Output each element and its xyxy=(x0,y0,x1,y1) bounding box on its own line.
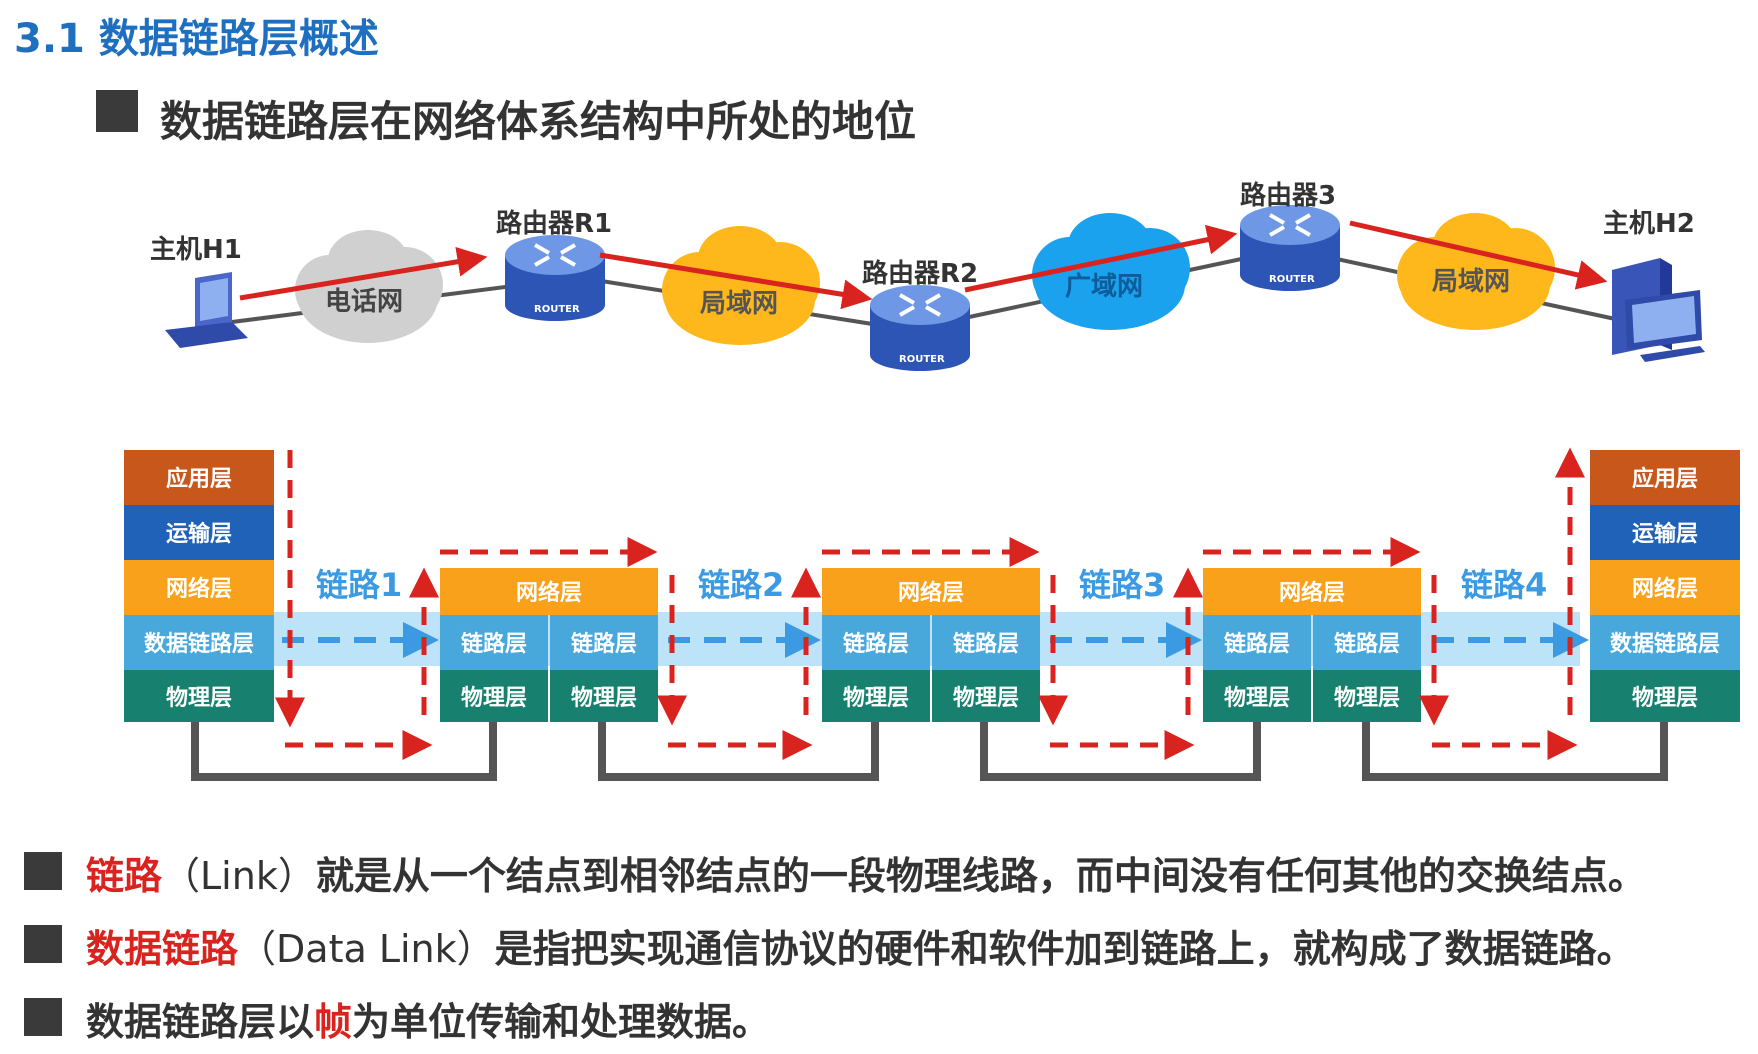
link-2-label: 链路2 xyxy=(698,566,784,604)
h2-network-layer: 网络层 xyxy=(1632,576,1698,602)
router-r1-icon: ROUTER xyxy=(505,235,605,321)
frame-flow-arrows xyxy=(275,447,1585,760)
r1-link-layer-right: 链路层 xyxy=(571,631,637,657)
router-2-stack: 网络层 链路层 链路层 物理层 物理层 xyxy=(822,568,1040,722)
page-title: 3.1 数据链路层概述 xyxy=(14,16,379,62)
link-4-label: 链路4 xyxy=(1461,566,1547,604)
router-3-icon: ROUTER xyxy=(1240,205,1340,291)
router-r1-caption: ROUTER xyxy=(534,304,580,315)
r1-physical-layer-right: 物理层 xyxy=(571,685,637,711)
h1-datalink-layer: 数据链路层 xyxy=(144,631,254,657)
r2-physical-layer-right: 物理层 xyxy=(953,685,1019,711)
h2-transport-layer: 运输层 xyxy=(1632,521,1698,547)
router-r2-label: 路由器R2 xyxy=(862,258,978,289)
r3-physical-layer-right: 物理层 xyxy=(1334,685,1400,711)
r3-link-layer-left: 链路层 xyxy=(1224,631,1290,657)
wan-cloud-icon xyxy=(1032,213,1190,330)
wan-cloud-label: 广域网 xyxy=(1065,272,1143,302)
phone-cloud-label: 电话网 xyxy=(325,287,403,317)
h2-datalink-layer: 数据链路层 xyxy=(1610,631,1720,657)
r2-link-layer-left: 链路层 xyxy=(843,631,909,657)
r3-physical-layer-left: 物理层 xyxy=(1224,685,1290,711)
r1-network-layer: 网络层 xyxy=(516,580,582,606)
laptop-icon xyxy=(165,272,248,348)
h1-application-layer: 应用层 xyxy=(166,466,232,492)
bullet-1-term: 链路 xyxy=(86,854,163,898)
host-h1-stack: 应用层 运输层 网络层 数据链路层 物理层 xyxy=(124,450,274,722)
bullet-marker-2 xyxy=(24,925,62,963)
bullet-datalink-definition: 数据链路（Data Link）是指把实现通信协议的硬件和软件加到链路上，就构成了… xyxy=(86,918,1635,973)
h1-transport-layer: 运输层 xyxy=(166,521,232,547)
h2-physical-layer: 物理层 xyxy=(1632,685,1698,711)
host-h1-label: 主机H1 xyxy=(150,235,242,265)
subtitle: 数据链路层在网络体系结构中所处的地位 xyxy=(160,97,917,146)
network-diagram: 主机H1 电话网 ROUTER 路由器R1 局域网 xyxy=(124,180,1740,781)
bullet-3-post: 为单位传输和处理数据。 xyxy=(352,1000,771,1044)
host-h2-label: 主机H2 xyxy=(1603,209,1695,239)
bullet-link-definition: 链路（Link）就是从一个结点到相邻结点的一段物理线路，而中间没有任何其他的交换… xyxy=(86,845,1646,900)
router-3-caption: ROUTER xyxy=(1269,274,1315,285)
bullet-3-pre: 数据链路层以 xyxy=(86,1000,315,1044)
bullet-marker-3 xyxy=(24,998,62,1036)
lan-cloud-1-label: 局域网 xyxy=(700,289,778,319)
r3-network-layer: 网络层 xyxy=(1279,580,1345,606)
router-1-stack: 网络层 链路层 链路层 物理层 物理层 xyxy=(440,568,658,722)
router-r2-caption: ROUTER xyxy=(899,354,945,365)
topology: 主机H1 电话网 ROUTER 路由器R1 局域网 xyxy=(150,180,1705,371)
bullet-2-term: 数据链路 xyxy=(86,927,239,971)
h1-network-layer: 网络层 xyxy=(166,576,232,602)
host-h2-stack: 应用层 运输层 网络层 数据链路层 物理层 xyxy=(1590,450,1740,722)
link-3-label: 链路3 xyxy=(1079,566,1165,604)
router-3-stack: 网络层 链路层 链路层 物理层 物理层 xyxy=(1203,568,1421,722)
link-1-label: 链路1 xyxy=(316,566,402,604)
lan-cloud-2-label: 局域网 xyxy=(1432,267,1510,297)
bullet-1-text: 就是从一个结点到相邻结点的一段物理线路，而中间没有任何其他的交换结点。 xyxy=(315,854,1646,898)
router-r1-label: 路由器R1 xyxy=(496,208,612,239)
bullet-3-term: 帧 xyxy=(314,1000,353,1044)
desktop-computer-icon xyxy=(1612,258,1705,362)
r1-link-layer-left: 链路层 xyxy=(461,631,527,657)
r2-link-layer-right: 链路层 xyxy=(953,631,1019,657)
bullet-frame-unit: 数据链路层以帧为单位传输和处理数据。 xyxy=(86,991,770,1046)
h1-physical-layer: 物理层 xyxy=(166,685,232,711)
bullet-2-text: 是指把实现通信协议的硬件和软件加到链路上，就构成了数据链路。 xyxy=(494,927,1635,971)
bullet-1-paren: （Link） xyxy=(162,854,316,898)
data-path-arrows xyxy=(239,220,1608,310)
bullet-marker-1 xyxy=(24,852,62,890)
bullet-2-paren: （Data Link） xyxy=(238,927,495,971)
r2-network-layer: 网络层 xyxy=(898,580,964,606)
r1-physical-layer-left: 物理层 xyxy=(461,685,527,711)
r3-link-layer-right: 链路层 xyxy=(1334,631,1400,657)
router-r2-icon: ROUTER xyxy=(870,285,970,371)
physical-cables xyxy=(191,722,1668,781)
subtitle-bullet xyxy=(96,90,138,132)
h2-application-layer: 应用层 xyxy=(1632,466,1698,492)
r2-physical-layer-left: 物理层 xyxy=(843,685,909,711)
router-3-label: 路由器3 xyxy=(1240,180,1336,211)
